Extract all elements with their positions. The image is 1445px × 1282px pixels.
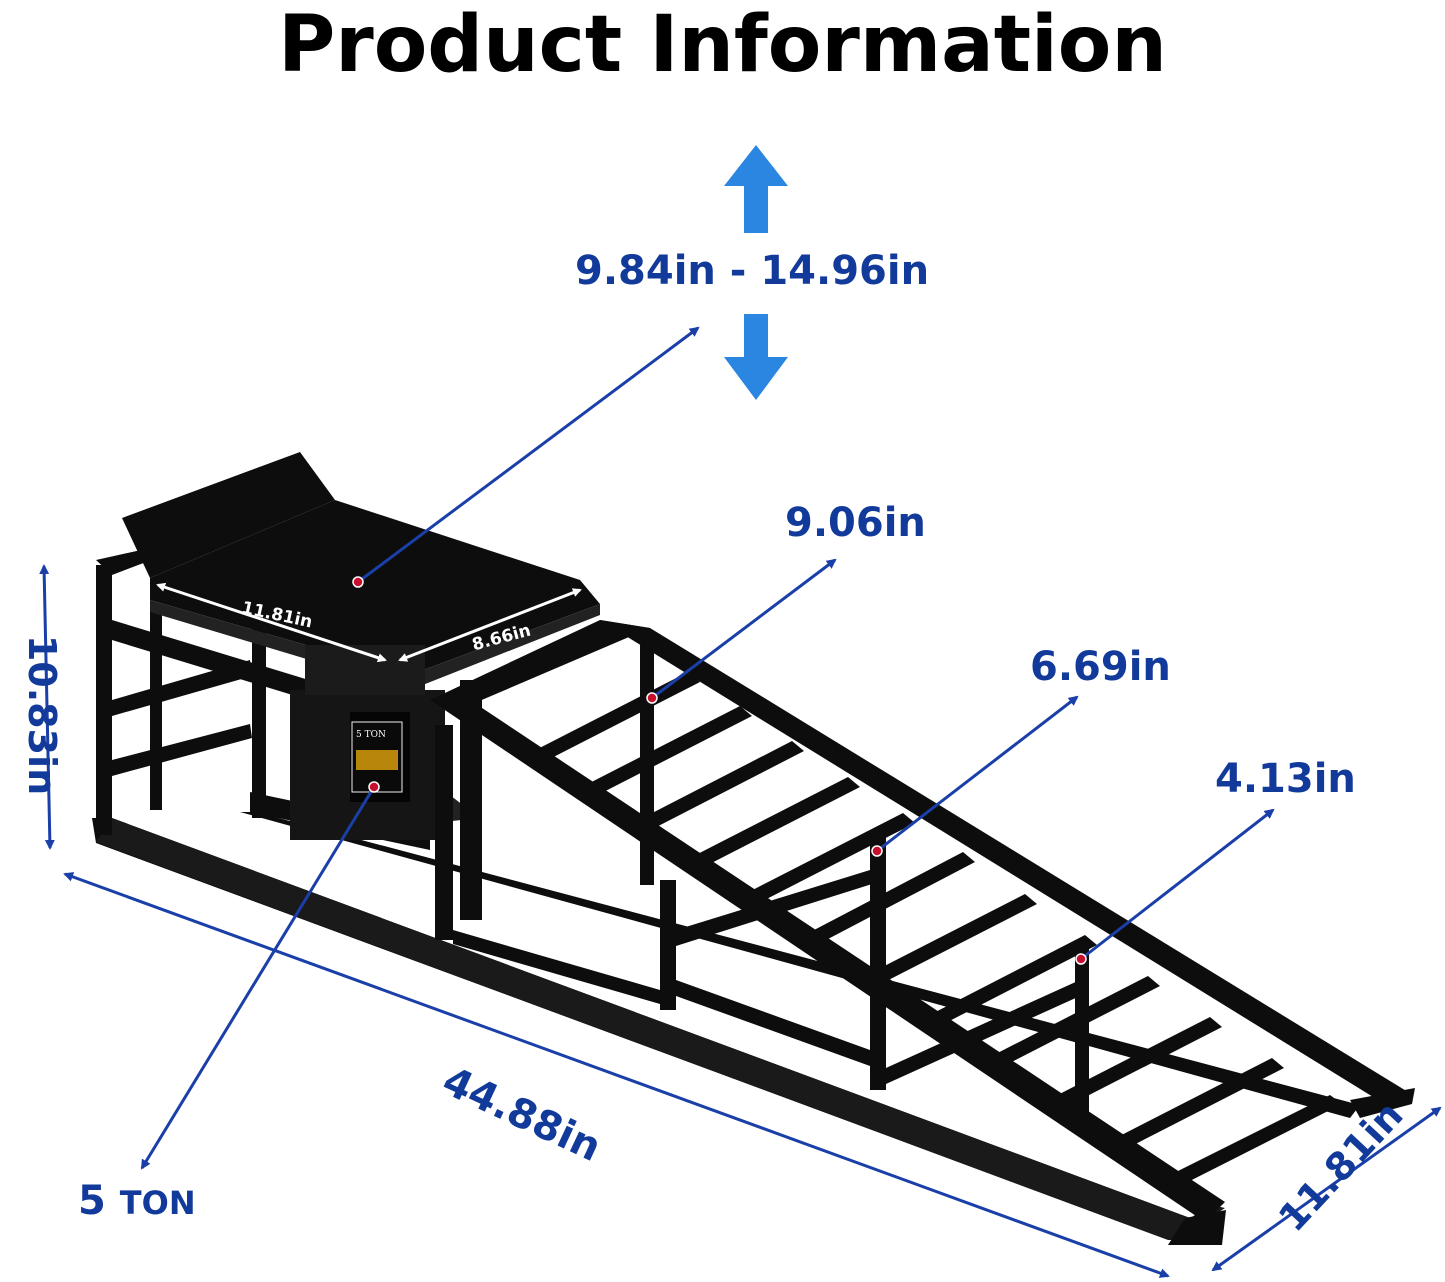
- height-669-leader: [876, 695, 1079, 853]
- overall-height-line: [39, 564, 55, 850]
- platform-dimension-lines: [156, 582, 582, 663]
- jack-capacity-label: 5 TON: [356, 730, 386, 740]
- jack-label-tag: [351, 721, 403, 793]
- lift-up-arrow-icon: [724, 145, 788, 233]
- marker-dot: [871, 845, 883, 857]
- marker-dot: [368, 781, 380, 793]
- lift-range-label: 9.84in - 14.96in: [575, 248, 930, 294]
- dimension-callouts: [39, 326, 1442, 1278]
- marker-dot: [1075, 953, 1087, 965]
- lift-down-arrow-icon: [724, 314, 788, 400]
- ramp-height-low-label: 4.13in: [1215, 756, 1356, 802]
- overall-length-line: [63, 872, 1170, 1278]
- overall-height-label: 10.83in: [20, 634, 65, 796]
- marker-dot: [352, 576, 364, 588]
- ramp-height-mid-label: 6.69in: [1030, 644, 1171, 690]
- capacity-label: 5 TON: [78, 1178, 196, 1224]
- height-413-leader: [1080, 808, 1275, 961]
- ramp-height-high-label: 9.06in: [785, 500, 926, 546]
- height-906-leader: [651, 558, 837, 700]
- capacity-number: 5: [78, 1178, 106, 1224]
- page-title: Product Information: [278, 0, 1167, 90]
- capacity-unit: TON: [119, 1184, 196, 1222]
- overall-width-line: [1211, 1106, 1442, 1272]
- marker-dot: [646, 692, 658, 704]
- measure-point-markers: [352, 576, 1087, 965]
- lift-range-leader: [357, 326, 700, 584]
